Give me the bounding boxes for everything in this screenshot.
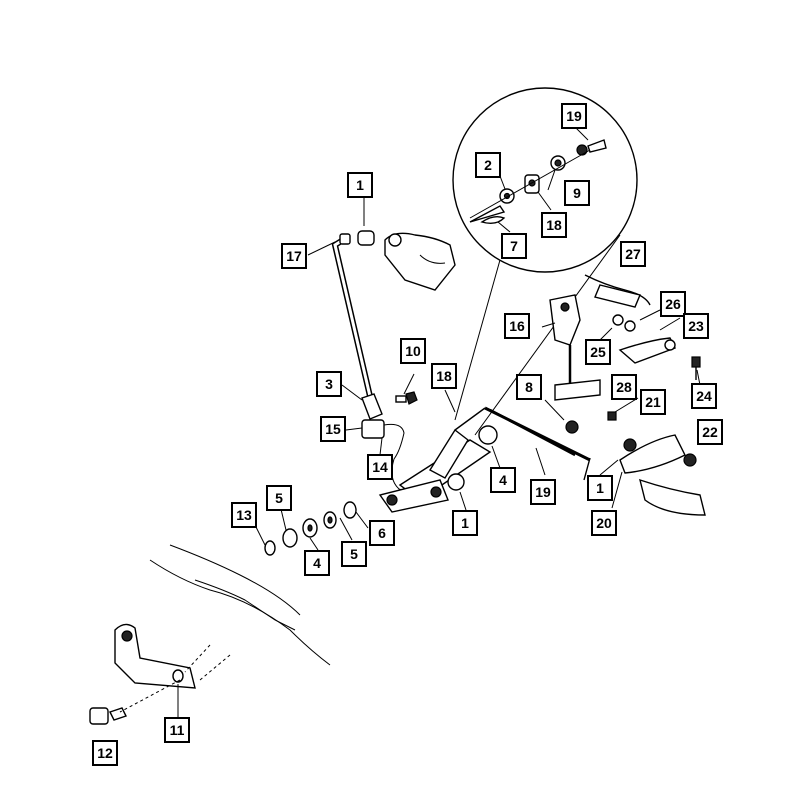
bushings	[264, 501, 357, 556]
callout-1-mid: 1	[452, 510, 478, 536]
mount-surface	[149, 544, 331, 666]
callout-16: 16	[504, 313, 530, 339]
callout-8: 8	[516, 374, 542, 400]
callout-1-right: 1	[587, 475, 613, 501]
callout-2: 2	[475, 152, 501, 178]
callout-1-top: 1	[347, 172, 373, 198]
upper-bracket	[384, 232, 456, 291]
callout-18-main: 18	[431, 363, 457, 389]
callout-19-detail: 19	[561, 103, 587, 129]
callout-23: 23	[683, 313, 709, 339]
callout-4-left: 4	[304, 550, 330, 576]
bolt-10	[395, 391, 418, 405]
callout-21: 21	[640, 389, 666, 415]
detail-leader-left	[454, 259, 501, 421]
detail-leader-right	[474, 234, 621, 436]
callout-9: 9	[564, 180, 590, 206]
callout-5-left: 5	[266, 485, 292, 511]
callout-19-main: 19	[530, 479, 556, 505]
callout-4-right: 4	[490, 467, 516, 493]
callout-7: 7	[501, 233, 527, 259]
callout-11: 11	[164, 717, 190, 743]
callout-26: 26	[660, 291, 686, 317]
central-shaft	[378, 406, 591, 513]
callout-10: 10	[400, 338, 426, 364]
callout-12: 12	[92, 740, 118, 766]
detail-circle	[452, 87, 638, 273]
link-rod-19	[489, 408, 576, 457]
callout-17: 17	[281, 243, 307, 269]
callout-20: 20	[591, 510, 617, 536]
callout-27: 27	[620, 241, 646, 267]
callout-18-detail: 18	[541, 212, 567, 238]
callout-24: 24	[691, 383, 717, 409]
detail-parts	[469, 139, 607, 225]
callout-6: 6	[369, 520, 395, 546]
callout-3: 3	[316, 371, 342, 397]
lower-bracket	[89, 623, 231, 725]
callout-28: 28	[611, 374, 637, 400]
callout-5-mid: 5	[341, 541, 367, 567]
callout-15: 15	[320, 416, 346, 442]
callout-14: 14	[367, 454, 393, 480]
callout-13: 13	[231, 502, 257, 528]
callout-25: 25	[585, 339, 611, 365]
right-components	[549, 274, 706, 516]
callout-22: 22	[697, 419, 723, 445]
leader-lines	[177, 125, 701, 717]
rod-assembly	[331, 230, 422, 493]
